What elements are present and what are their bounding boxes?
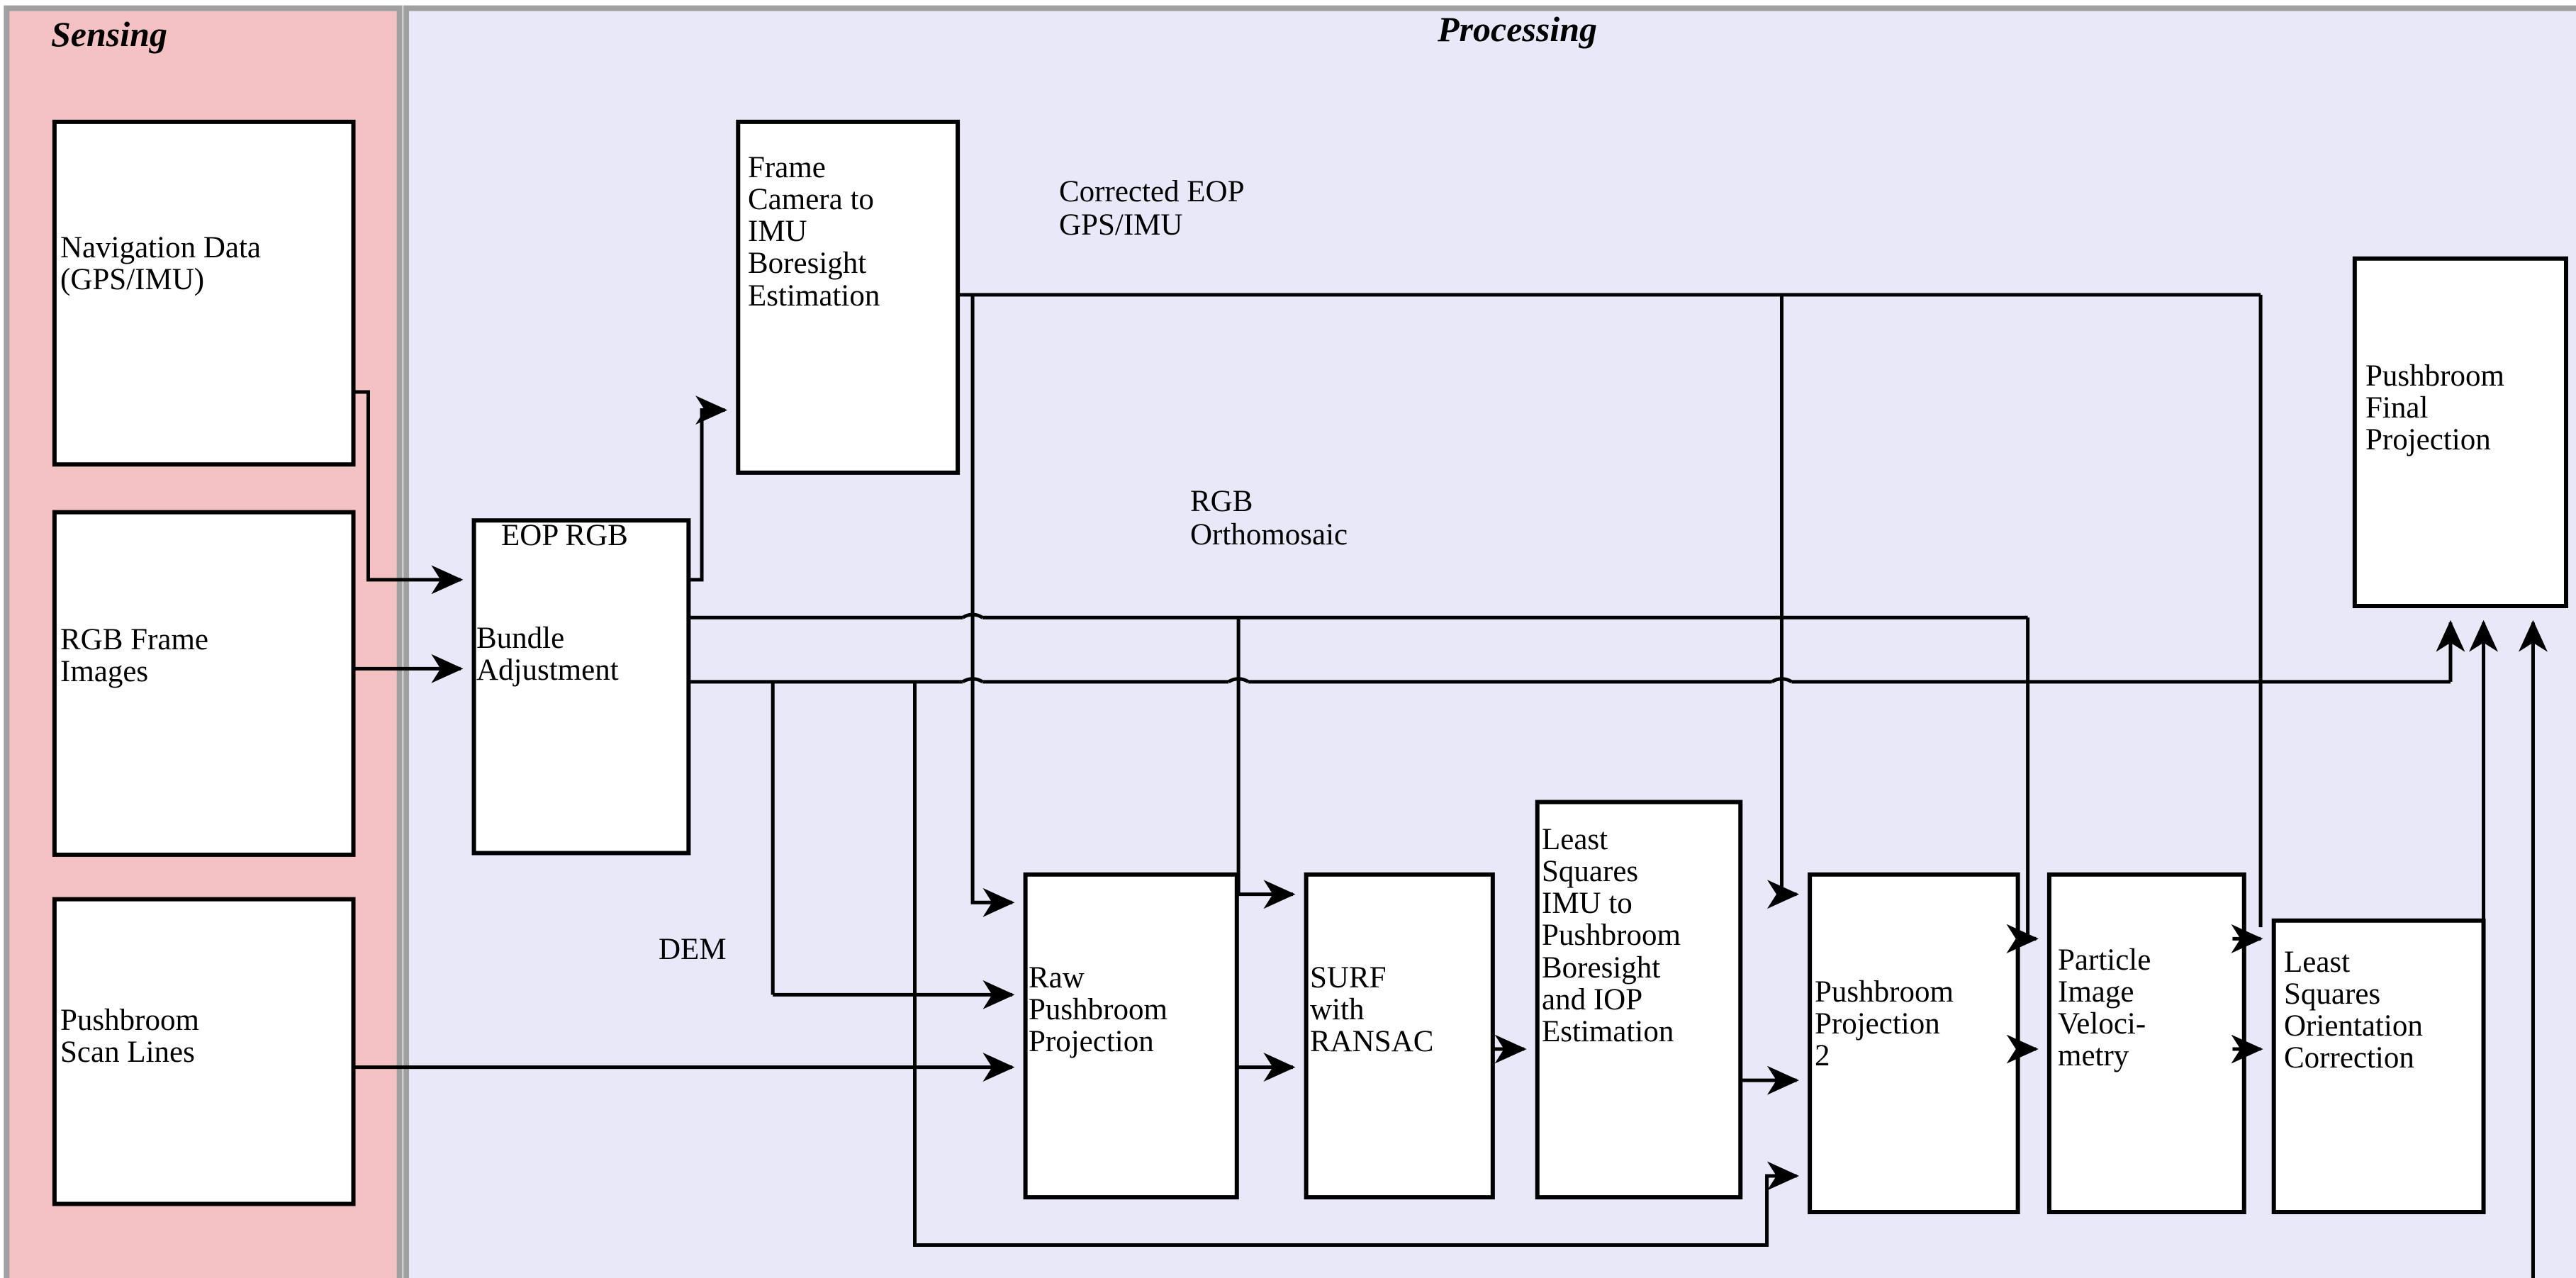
edge-label-dem: DEM	[659, 933, 727, 966]
box-least-squares-orientation-correction[interactable]	[2274, 921, 2484, 1212]
box-pushbroom-final-projection[interactable]	[2355, 259, 2566, 606]
box-surf-with-ransac[interactable]	[1306, 875, 1493, 1197]
edge-label-eop-rgb: EOP RGB	[501, 519, 628, 552]
edge-raw-pushbroom-bottom-loop	[915, 682, 1803, 1245]
edge-navigation-to-bundle	[354, 392, 467, 614]
edge-eop-to-raw-pushbroom	[943, 593, 1019, 936]
box-particle-image-velocimetry[interactable]	[2049, 875, 2244, 1212]
box-pushbroom-scan-lines[interactable]	[55, 899, 354, 1204]
scaled-geometry	[6, 9, 2576, 1278]
box-least-squares-imu-to-pushbroom-boresight-and-iop-estimation[interactable]	[1538, 802, 1741, 1198]
edge-eop-to-pushbroom2	[1727, 678, 1803, 929]
box-pushbroom-projection-2[interactable]	[1810, 875, 2018, 1212]
edge-lower-hop-2	[1228, 679, 1248, 682]
edge-label-rgb-orthomosaic: RGB Orthomosaic	[1190, 485, 1348, 552]
edge-label-corrected-eop-gps-imu: Corrected EOP GPS/IMU	[1059, 175, 1245, 242]
processing-panel-title: Processing	[1438, 9, 1597, 49]
box-bundle-adjustment[interactable]	[474, 520, 689, 853]
box-navigation-data[interactable]	[55, 122, 354, 464]
box-frame-camera-to-imu-boresight-estimation[interactable]	[738, 122, 958, 473]
box-rgb-frame-images[interactable]	[55, 512, 354, 855]
sensing-panel-title: Sensing	[51, 14, 167, 54]
box-raw-pushbroom-projection[interactable]	[1026, 875, 1237, 1197]
edge-eop-rgb-to-frame-camera	[656, 376, 731, 580]
connector-lines	[354, 295, 2567, 1278]
